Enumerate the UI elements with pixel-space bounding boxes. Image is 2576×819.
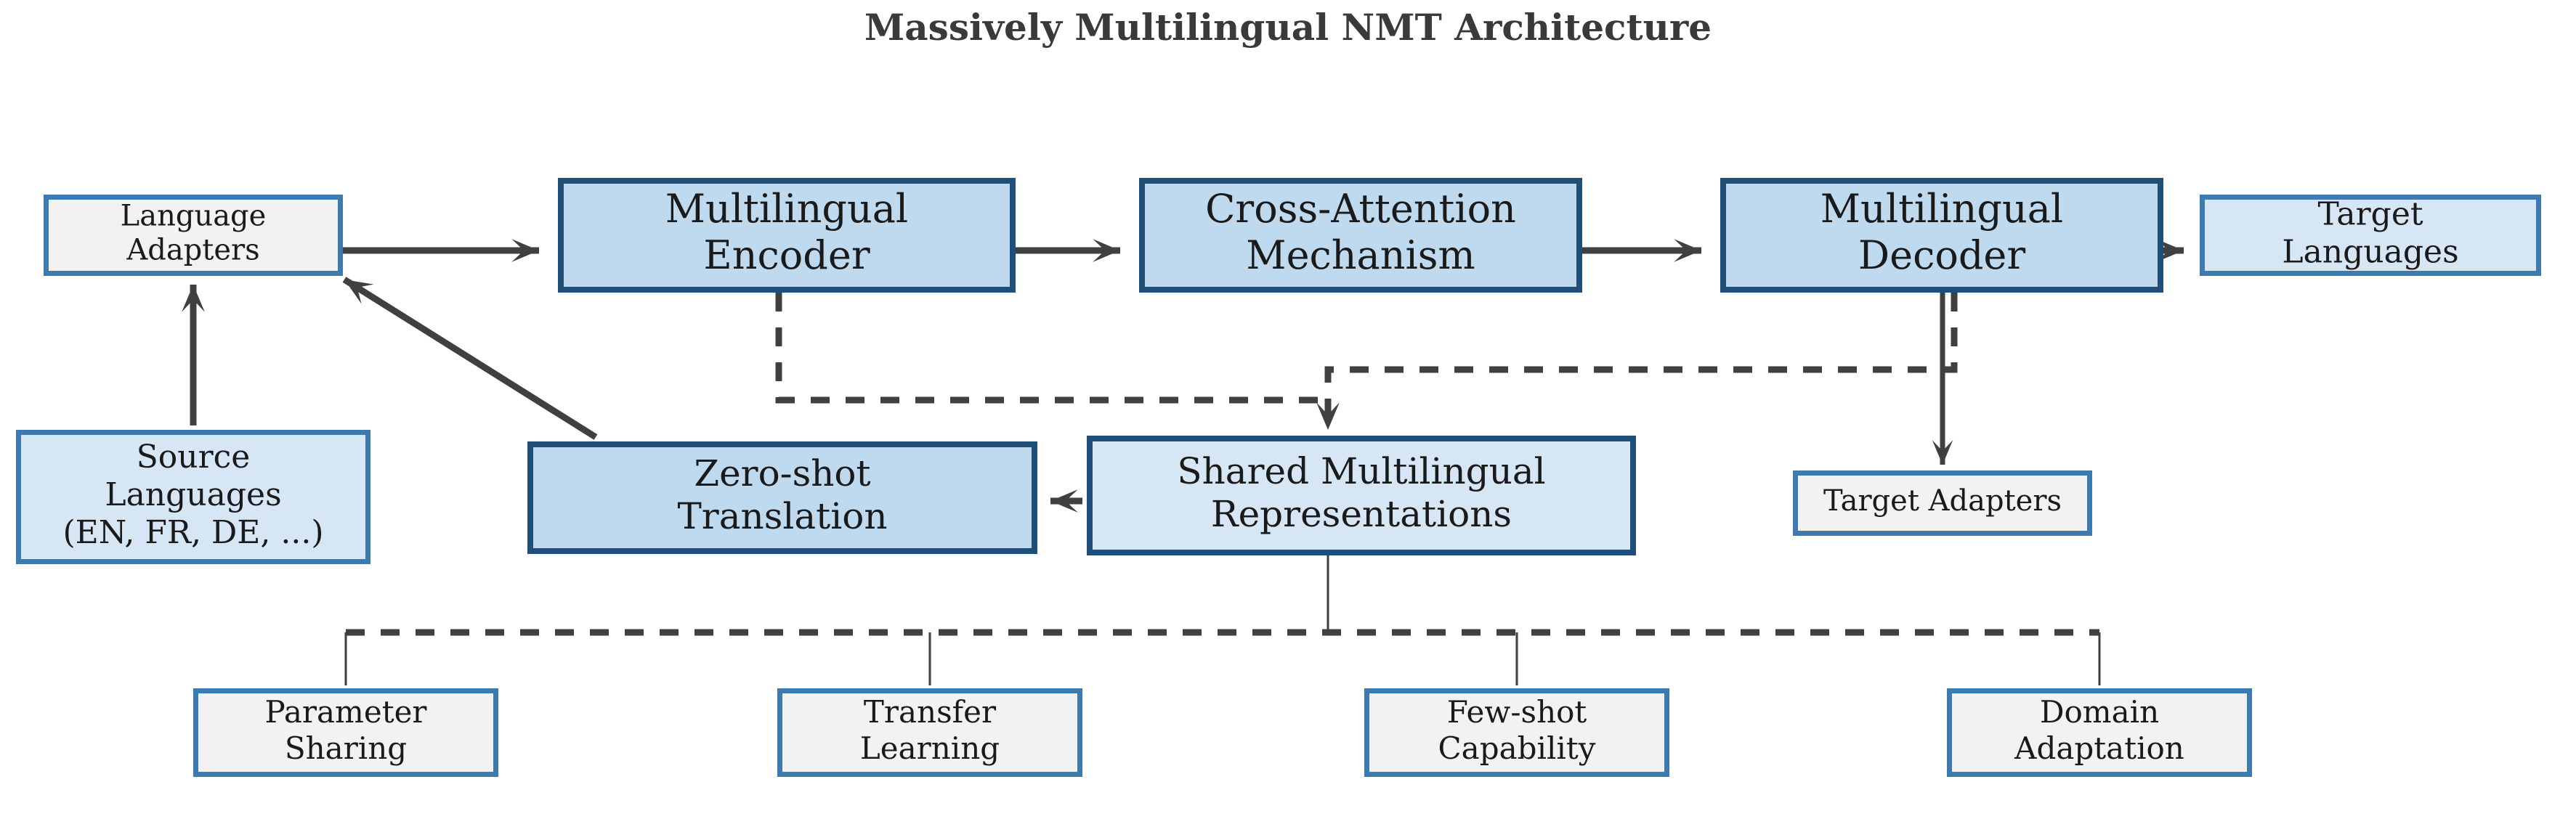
node-box-target-adapters[interactable] [1793, 470, 2092, 536]
node-box-domain-adaptation[interactable] [1947, 688, 2252, 777]
node-label-source-languages: Source [137, 439, 251, 476]
node-label-domain-adaptation: Adaptation [2014, 730, 2184, 766]
node-box-cross-attention-mechanism[interactable] [1139, 178, 1582, 293]
arrowhead-zero-shot-to-adapters [344, 280, 374, 304]
edge-encoder-to-shared-reps [775, 293, 1328, 404]
node-label-multilingual-encoder: Encoder [703, 232, 870, 278]
node-box-target-languages[interactable] [2200, 195, 2541, 276]
page-title: Massively Multilingual NMT Architecture [864, 6, 1712, 49]
node-label-zero-shot-translation: Zero-shot [694, 452, 870, 494]
node-label-shared-multilingual-representations: Representations [1211, 493, 1512, 535]
node-box-multilingual-encoder[interactable] [558, 178, 1016, 293]
node-label-multilingual-decoder: Decoder [1858, 232, 2026, 278]
node-label-language-adapters: Language [121, 199, 267, 232]
node-label-few-shot-capability: Capability [1438, 730, 1596, 766]
arrowhead-attention-to-decoder [1674, 239, 1701, 262]
node-box-few-shot-capability[interactable] [1364, 688, 1669, 777]
node-label-parameter-sharing: Sharing [285, 730, 407, 766]
edge-zero-shot-to-adapters [342, 277, 598, 440]
node-label-shared-multilingual-representations: Shared Multilingual [1177, 450, 1545, 492]
arrowhead-adapters-to-encoder [511, 239, 539, 262]
node-label-target-adapters: Target Adapters [1823, 484, 2062, 518]
node-label-parameter-sharing: Parameter [264, 694, 427, 730]
node-label-zero-shot-translation: Translation [677, 495, 887, 537]
node-label-source-languages: (EN, FR, DE, ...) [62, 514, 323, 551]
node-label-transfer-learning: Learning [860, 730, 1000, 766]
node-label-multilingual-encoder: Multilingual [665, 186, 908, 232]
node-label-few-shot-capability: Few-shot [1447, 694, 1587, 730]
node-box-source-languages[interactable] [16, 430, 370, 564]
node-label-cross-attention-mechanism: Cross-Attention [1205, 186, 1516, 232]
node-box-parameter-sharing[interactable] [193, 688, 498, 777]
edge-decoder-dashed-to-shared-reps [1324, 293, 1958, 430]
node-box-zero-shot-translation[interactable] [527, 441, 1037, 554]
node-label-domain-adaptation: Domain [2040, 694, 2159, 730]
arrowhead-decoder-to-target-adapters [1932, 440, 1953, 465]
node-label-target-languages: Languages [2282, 233, 2458, 270]
node-target-adapters[interactable]: Target Adapters [1793, 470, 2092, 536]
nodes-layer: LanguageAdaptersMultilingualEncoderCross… [16, 178, 2541, 777]
node-box-multilingual-decoder[interactable] [1720, 178, 2163, 293]
node-label-source-languages: Languages [105, 476, 281, 513]
node-label-cross-attention-mechanism: Mechanism [1246, 232, 1475, 278]
node-box-language-adapters[interactable] [44, 195, 343, 276]
node-label-target-languages: Target [2317, 196, 2423, 233]
arrowhead-shared-reps-to-zero-shot [1050, 489, 1078, 513]
arrowhead-decoder-dashed-to-shared-reps [1316, 402, 1340, 430]
node-label-transfer-learning: Transfer [864, 694, 997, 730]
node-box-transfer-learning[interactable] [777, 688, 1082, 777]
node-label-language-adapters: Adapters [126, 234, 259, 267]
arrowhead-encoder-to-attention [1093, 239, 1120, 262]
node-label-multilingual-decoder: Multilingual [1820, 186, 2063, 232]
node-box-shared-multilingual-representations[interactable] [1087, 436, 1636, 555]
arrowhead-source-languages-to-adapters [182, 285, 205, 312]
edges-layer [182, 239, 2184, 685]
